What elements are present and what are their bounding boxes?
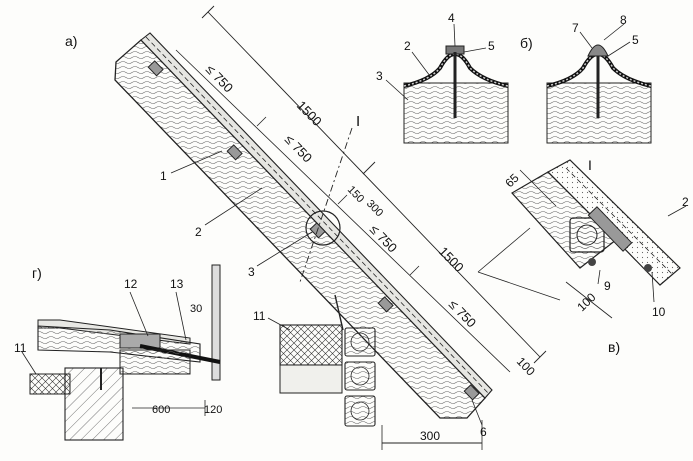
dim-100-detail: 100 [574,290,598,314]
leader-4 [453,23,456,47]
callout-b-8: 8 [620,13,627,27]
dim-tick-d [256,116,267,127]
eave-block [119,349,191,375]
detail-clamp [587,206,633,252]
leader-2b [411,51,431,77]
dim-120: 120 [204,404,222,416]
dim-line-inner [175,49,511,373]
callout-b-3: 3 [376,69,383,83]
dim-tick-c [362,161,376,175]
leader-1 [170,150,223,174]
callout-v-9: 9 [604,279,611,293]
dim-tick-b [533,350,547,364]
callout-1: 1 [160,169,167,183]
leader-2v [667,205,687,217]
wall-log-1 [344,327,376,357]
callout-v-2: 2 [682,195,689,209]
leader-3 [256,231,313,267]
dim-1500-mid: 1500 [436,244,467,275]
section-mark-label: I [356,113,360,130]
panel-a-label: а) [65,33,77,49]
eave-insulation [29,373,71,395]
panel-a-roof-section [114,5,547,450]
leader-5a [463,47,487,53]
roof-sheeting [140,32,493,399]
detail-screw-10 [644,264,652,272]
fixing-block-2 [226,144,243,161]
leader-9 [597,269,601,285]
fixing-block-4 [377,296,394,313]
panel-g-eave-detail [21,264,221,441]
callout-g-12: 12 [124,277,138,291]
detail-block [569,217,605,253]
callout-g-11: 11 [14,341,27,355]
insulation-block [279,324,343,366]
callout-b-5a: 5 [488,39,495,53]
callout-b-2: 2 [404,39,411,53]
callout-6: 6 [480,425,487,439]
panel-v-detail-I [477,159,687,319]
wall-log-3 [344,395,376,427]
callout-b-5b: 5 [632,33,639,47]
post-line [334,294,344,331]
dim-30: 30 [190,303,202,315]
dim-tick-f [409,265,420,276]
fixing-block-1 [147,60,164,77]
eave-fixing [119,333,161,349]
eave-post [211,264,221,381]
panel-b-label: б) [520,35,533,51]
callout-g-13: 13 [170,277,184,291]
panel-b-fastening-details [385,23,652,144]
wall-log-2 [344,361,376,391]
dim-tick-a [201,5,215,19]
wall-band [279,364,343,394]
dim-65: 65 [502,171,522,191]
callout-3: 3 [248,265,255,279]
callout-b-4: 4 [448,11,455,25]
leader-8 [603,23,625,41]
dim-300-bottom: 300 [420,429,440,443]
section-axis-line [299,127,353,283]
callout-v-10: 10 [652,305,666,319]
dim-150: 150 [345,184,366,206]
eave-wall [64,367,124,441]
dim-750-4: ≤ 750 [446,297,479,331]
dim-100-line [565,281,613,319]
leader-5b [607,41,631,57]
dim-100-main: 100 [514,354,538,378]
leader-11-main [267,317,291,331]
panel-v-label: в) [608,339,620,355]
section-circle [305,210,341,246]
leader-6 [471,399,483,426]
callout-2: 2 [195,225,202,239]
dim-600: 600 [152,404,170,416]
detail-ext-1 [477,227,531,273]
callout-b-7: 7 [572,21,579,35]
dim-1500-top: 1500 [294,98,325,129]
dim-tick-e [337,194,348,205]
leader-7 [579,31,593,49]
callout-11-main: 11 [253,309,266,323]
detail-screw-9 [588,258,596,266]
panel-g-label: г) [32,265,42,281]
leader-11g [21,351,37,375]
detail-ext-2 [477,271,561,301]
dim-line-outer [207,11,541,358]
dim-750-1: ≤ 750 [203,62,236,96]
leader-3b [385,79,409,101]
dim-65-line [519,169,557,207]
dim-750-2: ≤ 750 [282,132,315,166]
sheeting-dashed-line [145,36,490,395]
dim-300: 300 [364,198,385,220]
fixing-block-5 [463,384,480,401]
leader-10 [651,271,655,303]
leader-13 [175,291,187,341]
detail-dashed [565,167,673,275]
leader-2 [204,187,263,226]
detail-mark-label: I [588,157,592,173]
leader-12 [129,291,149,337]
